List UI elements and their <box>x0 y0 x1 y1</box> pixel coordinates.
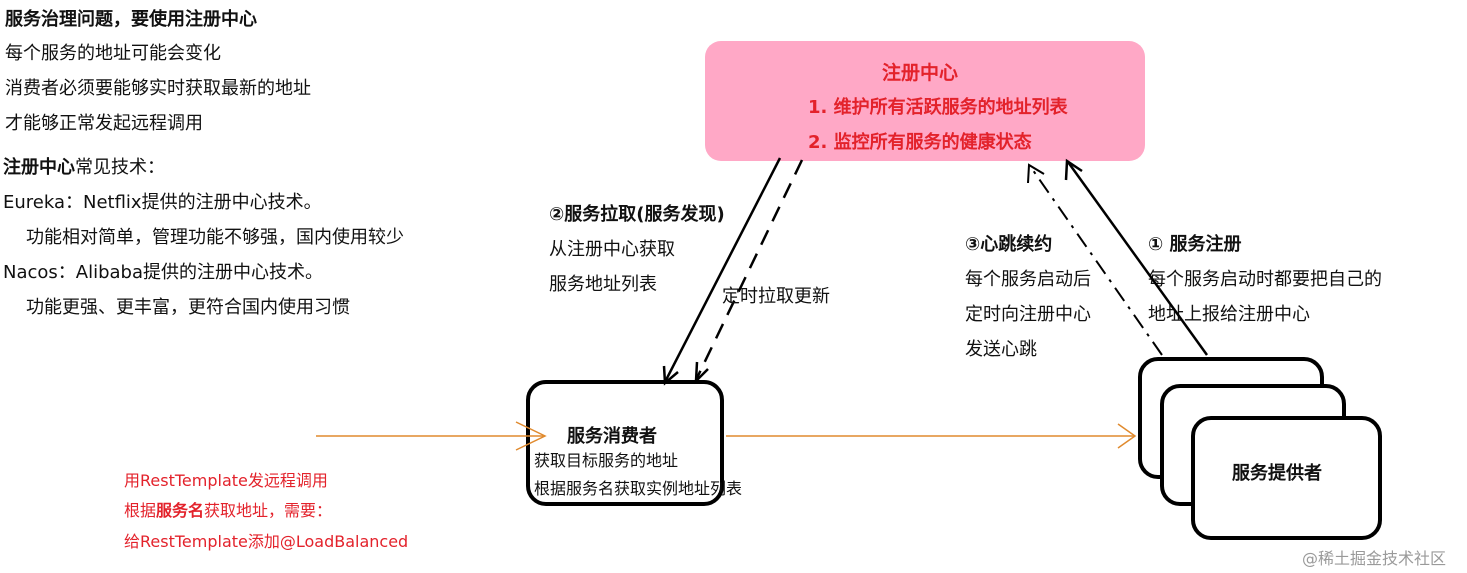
tech-title-bold: 注册中心 <box>3 157 75 178</box>
heartbeat-line-1: 每个服务启动后 <box>965 269 1091 290</box>
register-title: ① 服务注册 <box>1148 234 1242 255</box>
intro-line-1: 每个服务的地址可能会变化 <box>5 43 221 64</box>
rest-note-line-3: 给RestTemplate添加@LoadBalanced <box>124 532 409 551</box>
rest-note-bold: 服务名 <box>156 501 205 520</box>
rest-note-line-1: 用RestTemplate发远程调用 <box>124 471 328 490</box>
registry-item-1: 1. 维护所有活跃服务的地址列表 <box>808 97 1068 118</box>
pull-arrow-line <box>663 157 782 383</box>
timer-label: 定时拉取更新 <box>722 286 830 307</box>
consumer-line-2: 根据服务名获取实例地址列表 <box>534 479 743 498</box>
call-out-arrow-head <box>1117 423 1137 449</box>
timer-arrow-line <box>694 159 804 381</box>
nacos-note: 功能更强、更丰富，更符合国内使用习惯 <box>26 297 350 318</box>
rest-note-line-2: 根据服务名获取地址，需要： <box>124 500 332 522</box>
consumer-title: 服务消费者 <box>567 426 657 447</box>
eureka-note: 功能相对简单，管理功能不够强，国内使用较少 <box>26 227 404 248</box>
intro-title: 服务治理问题，要使用注册中心 <box>5 9 257 30</box>
provider-box-front <box>1191 416 1382 540</box>
heartbeat-line-3: 发送心跳 <box>965 339 1037 360</box>
consumer-line-1: 获取目标服务的地址 <box>534 451 679 470</box>
heartbeat-title: ③心跳续约 <box>965 234 1053 255</box>
eureka-line: Eureka：Netflix提供的注册中心技术。 <box>3 192 322 213</box>
pull-arrow-head <box>662 365 679 386</box>
consumer-box <box>526 380 724 506</box>
register-line-1: 每个服务启动时都要把自己的 <box>1148 269 1382 290</box>
watermark: @稀土掘金技术社区 <box>1302 549 1447 568</box>
intro-line-2: 消费者必须要能够实时获取最新的地址 <box>5 78 311 99</box>
intro-line-3: 才能够正常发起远程调用 <box>5 113 203 134</box>
registry-title: 注册中心 <box>882 62 959 84</box>
register-arrow-line <box>1066 161 1209 356</box>
rest-note-post: 获取地址，需要： <box>204 501 333 520</box>
call-in-arrow-head <box>515 421 547 451</box>
registry-center-box <box>705 41 1145 161</box>
register-arrow-head <box>1064 158 1083 181</box>
register-line-2: 地址上报给注册中心 <box>1148 304 1310 325</box>
tech-title-rest: 常见技术： <box>75 157 165 178</box>
pull-title: ②服务拉取(服务发现) <box>549 204 725 225</box>
heartbeat-line-2: 定时向注册中心 <box>965 304 1091 325</box>
pull-line-1: 从注册中心获取 <box>549 239 675 260</box>
tech-title: 注册中心常见技术： <box>3 157 165 179</box>
rest-note-pre: 根据 <box>124 501 157 520</box>
heartbeat-arrow-head <box>1027 163 1045 184</box>
timer-arrow-head <box>694 361 709 385</box>
registry-item-2: 2. 监控所有服务的健康状态 <box>808 132 1032 153</box>
provider-title: 服务提供者 <box>1232 463 1322 484</box>
pull-line-2: 服务地址列表 <box>549 274 657 295</box>
heartbeat-arrow-line <box>1029 165 1163 356</box>
nacos-line: Nacos：Alibaba提供的注册中心技术。 <box>3 262 324 283</box>
